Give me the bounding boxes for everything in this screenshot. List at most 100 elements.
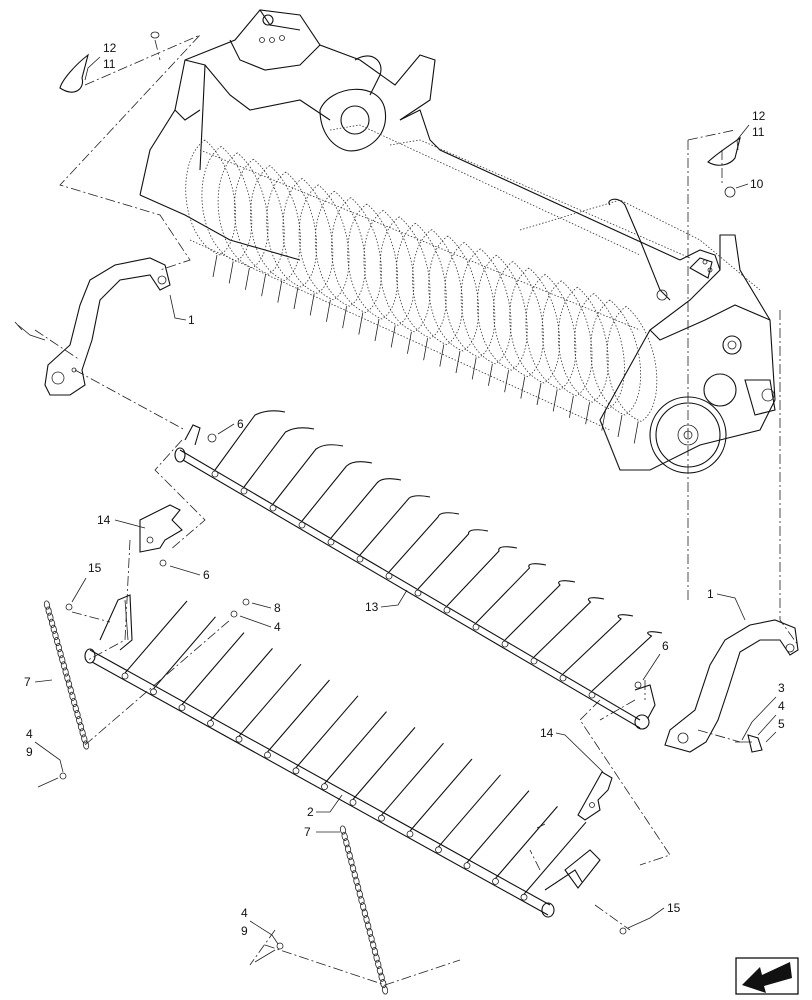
callout-label: 4 (778, 699, 785, 713)
lower-bar-tine-clip (150, 688, 157, 696)
upper-bar-tine-clip (298, 521, 306, 529)
callout-leader (114, 519, 146, 529)
lower-bar-tine (438, 774, 501, 848)
drum-tine-tooth (488, 363, 493, 386)
drum-tine-tooth (245, 267, 250, 290)
shield-left (59, 53, 89, 93)
drum-tine-loop (266, 171, 317, 288)
callout-leader (736, 124, 750, 151)
return-arrow-icon[interactable] (735, 957, 799, 995)
callout-label: 7 (24, 675, 31, 689)
lower-bar-tine-clip (292, 767, 300, 775)
lower-right-arm (664, 619, 799, 753)
callout-leader (555, 732, 604, 773)
drum-tine-loop (201, 146, 253, 262)
chain-link (363, 915, 370, 925)
chain-link (375, 959, 382, 969)
upper-bar-tine (359, 495, 431, 556)
drum-tine-tooth (212, 254, 218, 278)
hardware-parts (37, 31, 736, 963)
callout-leader (34, 741, 64, 773)
upper-bar-tine-clip (385, 572, 393, 580)
chain-link (50, 624, 57, 634)
chain-link (74, 710, 81, 720)
chain-link (346, 851, 353, 861)
drum-tine-tooth (293, 286, 299, 310)
upper-bar-tine (446, 546, 518, 607)
chain-right (339, 825, 389, 995)
upper-bar-tine-clip (530, 657, 538, 665)
chain-link (339, 825, 347, 835)
lower-bar-tine (153, 616, 216, 690)
drum-tine-tooth (261, 274, 266, 297)
lower-bar-tine (381, 742, 444, 816)
drum-tine-loop (185, 139, 236, 256)
callout-label: 9 (26, 745, 33, 759)
chain-link (52, 630, 59, 640)
callout-leader (380, 589, 408, 608)
callout-label: 6 (662, 639, 669, 653)
drum-tine-loop (315, 190, 366, 307)
callout-leader (642, 653, 661, 681)
drum-tine-tooth (520, 376, 526, 399)
callout-label: 13 (365, 600, 379, 614)
drum-tine-loop (477, 254, 528, 371)
lower-bar-tine (181, 632, 245, 705)
callout-leader (249, 920, 279, 945)
chain-link (48, 618, 56, 628)
drum-tine-loop (428, 235, 479, 352)
chain-link (366, 927, 373, 937)
lower-bar-tine (409, 758, 473, 832)
callout-label: 7 (304, 825, 311, 839)
lower-bar-tine (267, 679, 330, 753)
chain-link (81, 734, 88, 744)
callout-leader (627, 907, 665, 929)
callout-label: 9 (241, 924, 248, 938)
drum-tine-tooth (407, 331, 412, 354)
drum-lower-edge (189, 239, 611, 431)
lower-bar-tine (523, 821, 587, 895)
callout-label: 6 (203, 568, 210, 582)
upper-bar-tine (417, 529, 489, 590)
callout-label: 4 (241, 906, 248, 920)
chain-link (69, 691, 76, 701)
drum-tine-loop (347, 203, 398, 320)
lower-bracket-14 (577, 771, 613, 821)
chain-link (349, 863, 357, 873)
lower-bar-tine (124, 600, 188, 674)
drum-tine-tooth (423, 338, 428, 361)
callout-label: 12 (752, 109, 766, 123)
drum-tine-tooth (277, 280, 283, 303)
alignment-lines (34, 34, 799, 986)
drum-tine-loop (412, 229, 463, 346)
chain-link (341, 831, 348, 841)
upper-bar-tine-clip (211, 470, 219, 478)
drum-tine-tooth (358, 312, 364, 335)
callout-leader (735, 183, 749, 189)
drum-tine-loop (541, 280, 593, 397)
upper-bar-tine (243, 427, 315, 488)
upper-bar-tine-clip (443, 606, 451, 614)
lower-bar-tine-clip (435, 846, 442, 854)
chain-link (77, 722, 85, 732)
chain-link (82, 740, 90, 750)
callout-leader (71, 577, 87, 603)
lower-bar-tine-clip (349, 799, 357, 806)
upper-bar-tine (562, 614, 634, 675)
upper-bar-tine-clip (240, 487, 248, 495)
callout-leader (169, 294, 187, 321)
chain-link (62, 667, 69, 677)
callout-label: 15 (667, 901, 681, 915)
chain-link (351, 870, 358, 880)
callout-label: 6 (237, 417, 244, 431)
drum-tine-loop (606, 306, 658, 422)
drum-tine-tooth (504, 370, 509, 393)
lower-bar-tine (295, 695, 359, 769)
callout-leader (765, 731, 777, 743)
chain-link (72, 703, 79, 714)
lower-bar-tine-clip (207, 720, 214, 727)
drum-tine-tooth (552, 389, 558, 412)
callout-label: 10 (750, 177, 764, 191)
chain-link (343, 838, 350, 848)
